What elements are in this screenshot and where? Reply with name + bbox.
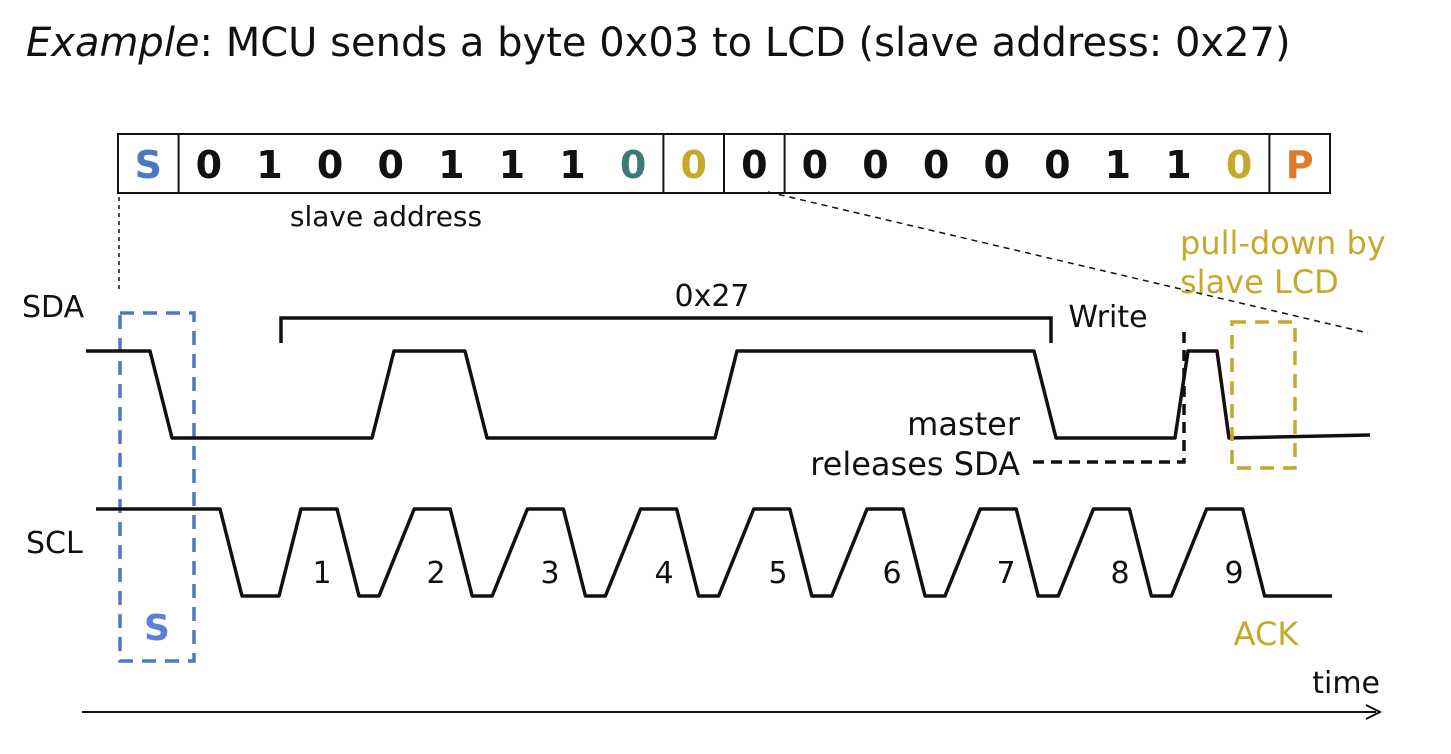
bit-cell-11: 0 [802,143,828,187]
time-label: time [1312,666,1380,701]
slave-address-label: slave address [290,200,482,233]
bit-cell-14: 0 [983,143,1009,187]
page-title: Example: MCU sends a byte 0x03 to LCD (s… [26,20,1291,66]
clock-numbers: 1 2 3 4 5 6 7 8 9 [312,556,1243,591]
pulldown-line2: slave LCD [1180,263,1339,301]
master-release-arrow [1033,325,1186,464]
start-condition-box [118,311,196,663]
master-release-line1: master [907,405,1021,443]
bit-cell-12: 0 [862,143,888,187]
bit-cell-19: P [1286,143,1314,187]
bit-cell-5: 1 [438,143,464,187]
clock-number-6: 6 [882,556,901,591]
bit-cell-4: 0 [377,143,403,187]
clock-number-5: 5 [768,556,787,591]
sda-label: SDA [22,290,85,325]
bit-cell-13: 0 [923,143,949,187]
bit-cell-3: 0 [317,143,343,187]
bit-cell-17: 1 [1165,143,1191,187]
start-condition-label: S [144,608,170,649]
clock-number-4: 4 [654,556,673,591]
bit-cell-10: 0 [741,143,767,187]
bit-cell-0: S [135,143,162,187]
scl-label: SCL [26,526,83,561]
clock-number-2: 2 [426,556,445,591]
time-axis-arrowhead [1365,704,1383,720]
bit-cell-18: 0 [1226,143,1252,187]
master-release-line2: releases SDA [810,445,1020,483]
clock-number-1: 1 [312,556,331,591]
bit-cell-6: 1 [499,143,525,187]
bit-cell-7: 1 [559,143,585,187]
pulldown-line1: pull-down by [1180,224,1386,262]
title-rest: : MCU sends a byte 0x03 to LCD (slave ad… [199,20,1291,66]
clock-number-7: 7 [996,556,1015,591]
sda-waveform [86,349,1371,440]
bit-cell-8: 0 [620,143,646,187]
ack-pulldown-box [1230,320,1297,470]
zoom-connector-line [767,191,1369,334]
bit-cell-16: 1 [1105,143,1131,187]
ack-label: ACK [1234,615,1300,653]
bit-cell-15: 0 [1044,143,1070,187]
title-italic: Example [26,20,200,66]
clock-number-8: 8 [1110,556,1129,591]
address-bracket [279,316,1053,343]
bit-cell-9: 0 [680,143,706,187]
clock-number-3: 3 [540,556,559,591]
clock-number-9: 9 [1224,556,1243,591]
write-label: Write [1068,300,1147,335]
address-value-label: 0x27 [674,279,749,314]
bit-cell-1: 0 [196,143,222,187]
bit-cell-2: 1 [256,143,282,187]
scl-waveform [96,507,1332,598]
scl-waveform-group [96,507,1332,598]
